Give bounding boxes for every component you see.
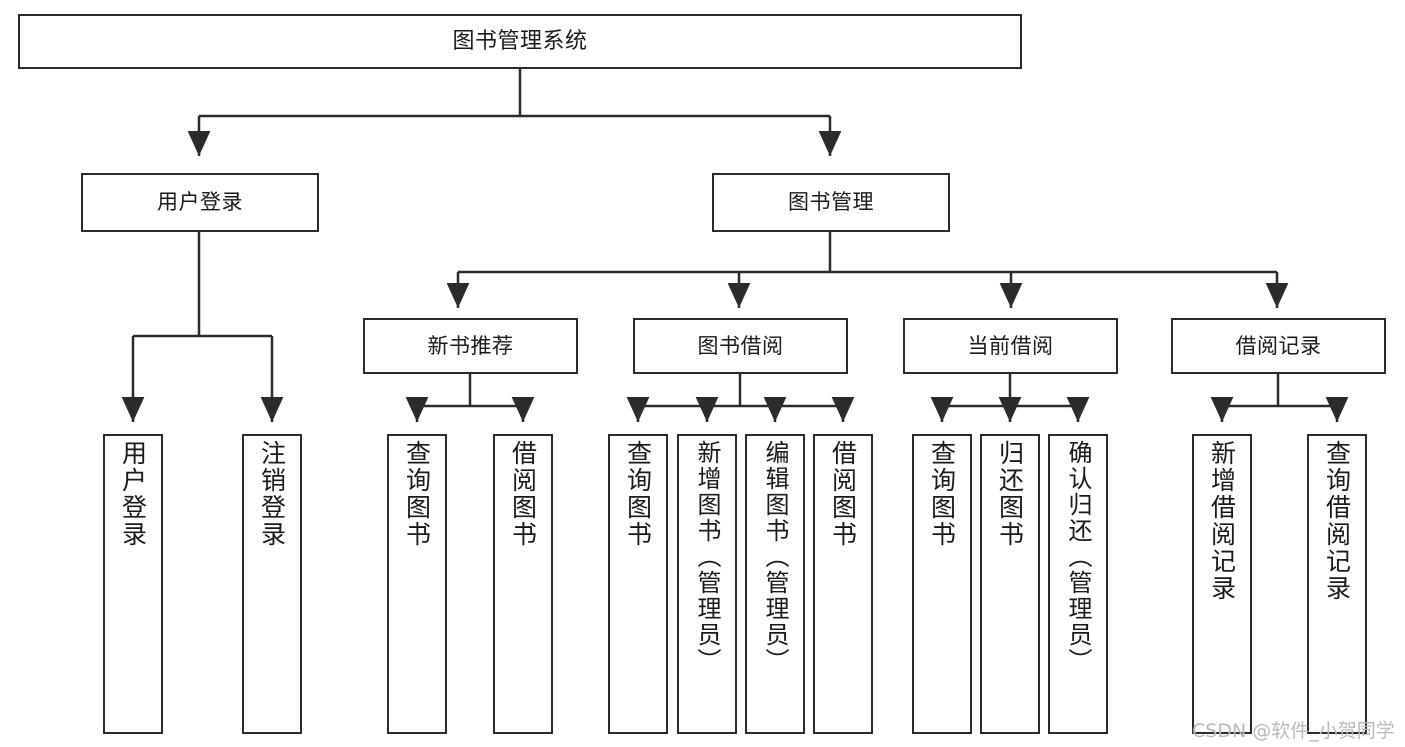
node-current-borrow-label: 当前借阅 [967, 333, 1054, 358]
leaf-book-borrow-add[interactable]: 新增图书（管理员） [677, 434, 737, 734]
leaf-new-book-query-label: 查询图书 [402, 440, 432, 548]
leaf-book-borrow-edit-label: 编辑图书（管理员） [761, 440, 789, 674]
leaf-new-book-borrow-label: 借阅图书 [508, 440, 538, 548]
node-user-login-label: 用户登录 [157, 190, 243, 215]
node-new-book-recommend[interactable]: 新书推荐 [363, 318, 578, 374]
node-book-borrow[interactable]: 图书借阅 [633, 318, 848, 374]
leaf-book-borrow-query[interactable]: 查询图书 [608, 434, 668, 734]
leaf-current-borrow-return-label: 归还图书 [995, 440, 1025, 548]
node-root[interactable]: 图书管理系统 [18, 14, 1022, 69]
leaf-current-borrow-query-label: 查询图书 [927, 440, 957, 548]
leaf-current-borrow-return[interactable]: 归还图书 [980, 434, 1040, 734]
leaf-book-borrow-borrow-label: 借阅图书 [828, 440, 858, 548]
leaf-new-book-borrow[interactable]: 借阅图书 [493, 434, 553, 734]
leaf-user-login-logout[interactable]: 注销登录 [242, 434, 302, 734]
leaf-borrow-record-query-label: 查询借阅记录 [1322, 440, 1352, 602]
leaf-borrow-record-add[interactable]: 新增借阅记录 [1192, 434, 1252, 734]
node-current-borrow[interactable]: 当前借阅 [903, 318, 1118, 374]
leaf-book-borrow-edit[interactable]: 编辑图书（管理员） [745, 434, 805, 734]
node-root-label: 图书管理系统 [452, 28, 588, 54]
leaf-book-borrow-query-label: 查询图书 [623, 440, 653, 548]
leaf-user-login-login-label: 用户登录 [118, 440, 148, 548]
leaf-book-borrow-add-label: 新增图书（管理员） [693, 440, 721, 674]
leaf-current-borrow-query[interactable]: 查询图书 [912, 434, 972, 734]
leaf-book-borrow-borrow[interactable]: 借阅图书 [813, 434, 873, 734]
node-new-book-recommend-label: 新书推荐 [427, 333, 514, 358]
node-borrow-record-label: 借阅记录 [1235, 333, 1322, 358]
node-user-login[interactable]: 用户登录 [81, 173, 319, 232]
leaf-user-login-logout-label: 注销登录 [257, 440, 287, 548]
leaf-current-borrow-confirm-return-label: 确认归还（管理员） [1064, 440, 1092, 674]
node-book-management-label: 图书管理 [788, 190, 874, 215]
leaf-borrow-record-add-label: 新增借阅记录 [1207, 440, 1237, 602]
node-book-management[interactable]: 图书管理 [712, 173, 950, 232]
csdn-watermark: CSDN @软件_小贺同学 [1192, 720, 1395, 742]
node-book-borrow-label: 图书借阅 [697, 333, 784, 358]
leaf-user-login-login[interactable]: 用户登录 [103, 434, 163, 734]
leaf-new-book-query[interactable]: 查询图书 [387, 434, 447, 734]
node-borrow-record[interactable]: 借阅记录 [1171, 318, 1386, 374]
leaf-current-borrow-confirm-return[interactable]: 确认归还（管理员） [1048, 434, 1108, 734]
leaf-borrow-record-query[interactable]: 查询借阅记录 [1307, 434, 1367, 734]
